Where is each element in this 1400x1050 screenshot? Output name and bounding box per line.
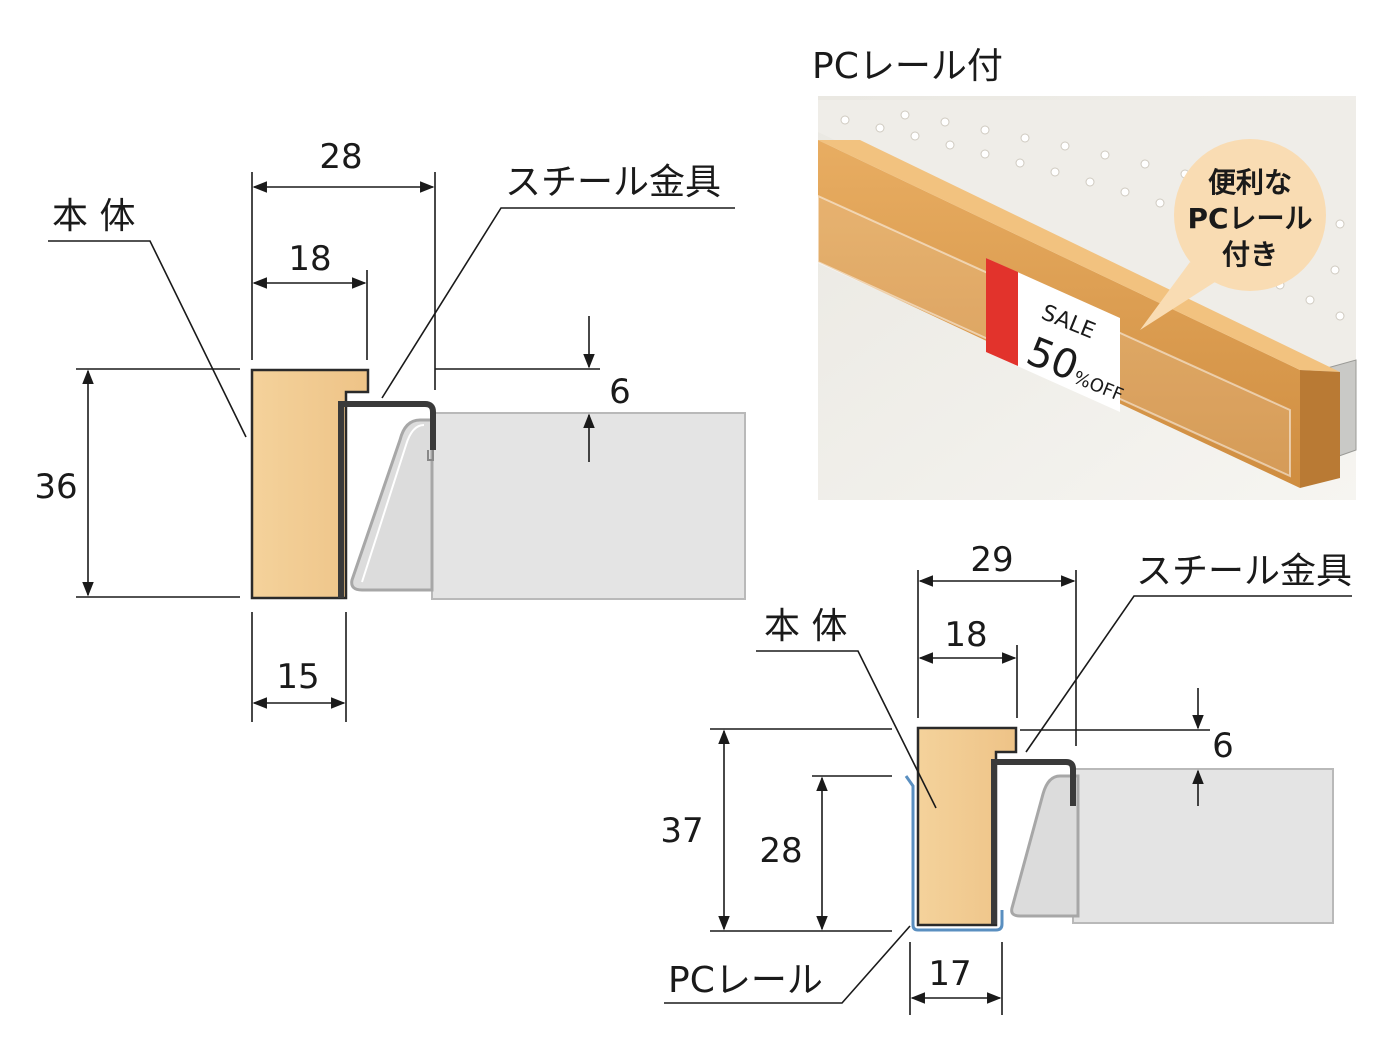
callout-bubble: 便利な PCレール 付き <box>1140 139 1326 330</box>
left-body-leader <box>48 240 247 438</box>
left-diagram: 28 18 36 15 6 本 体 スチール金具 <box>34 137 746 722</box>
left-shelf-profile <box>350 418 434 592</box>
right-shelf-profile <box>1010 774 1080 918</box>
left-dim-inner-width: 18 <box>288 239 331 279</box>
right-rail-leader <box>664 925 911 1004</box>
left-dim-drop: 6 <box>609 372 631 412</box>
left-dim-total-width: 28 <box>319 137 362 177</box>
product-photo: PCレール付 SALE 50 %OFF <box>812 46 1357 500</box>
left-dim-height: 36 <box>34 467 77 507</box>
callout-line-3: 付き <box>1222 238 1278 271</box>
left-steel-bracket <box>338 401 436 598</box>
right-body-leader <box>756 650 937 809</box>
right-dim-total-width: 29 <box>970 540 1013 580</box>
right-dim-inner-height: 28 <box>759 831 802 871</box>
left-bracket-label: スチール金具 <box>505 162 721 203</box>
right-body-label: 本 体 <box>764 606 847 647</box>
left-bracket-leader <box>381 207 735 399</box>
right-dim-inner-width: 18 <box>944 615 987 655</box>
photo-title: PCレール付 <box>812 46 1003 87</box>
callout-line-1: 便利な <box>1208 166 1292 199</box>
right-dim-bottom-width: 17 <box>928 954 971 994</box>
right-rail-label: PCレール <box>668 960 823 1001</box>
right-pc-rail <box>904 775 1004 932</box>
right-dim-height: 37 <box>660 811 703 851</box>
right-wood-body <box>916 726 1018 927</box>
right-shelf-board <box>1072 768 1334 924</box>
price-tag <box>986 258 1120 412</box>
right-dim-drop: 6 <box>1212 726 1234 766</box>
right-bracket-label: スチール金具 <box>1136 551 1352 592</box>
left-dim-bottom-width: 15 <box>276 657 319 697</box>
callout-line-2: PCレール <box>1187 202 1312 235</box>
price-tag-red-band <box>986 258 1018 366</box>
left-body-label: 本 体 <box>52 196 135 237</box>
right-steel-bracket <box>991 759 1076 924</box>
right-diagram: 29 18 37 28 17 6 本 体 スチール金具 PCレール <box>660 540 1352 1015</box>
right-bracket-leader <box>1025 595 1352 753</box>
